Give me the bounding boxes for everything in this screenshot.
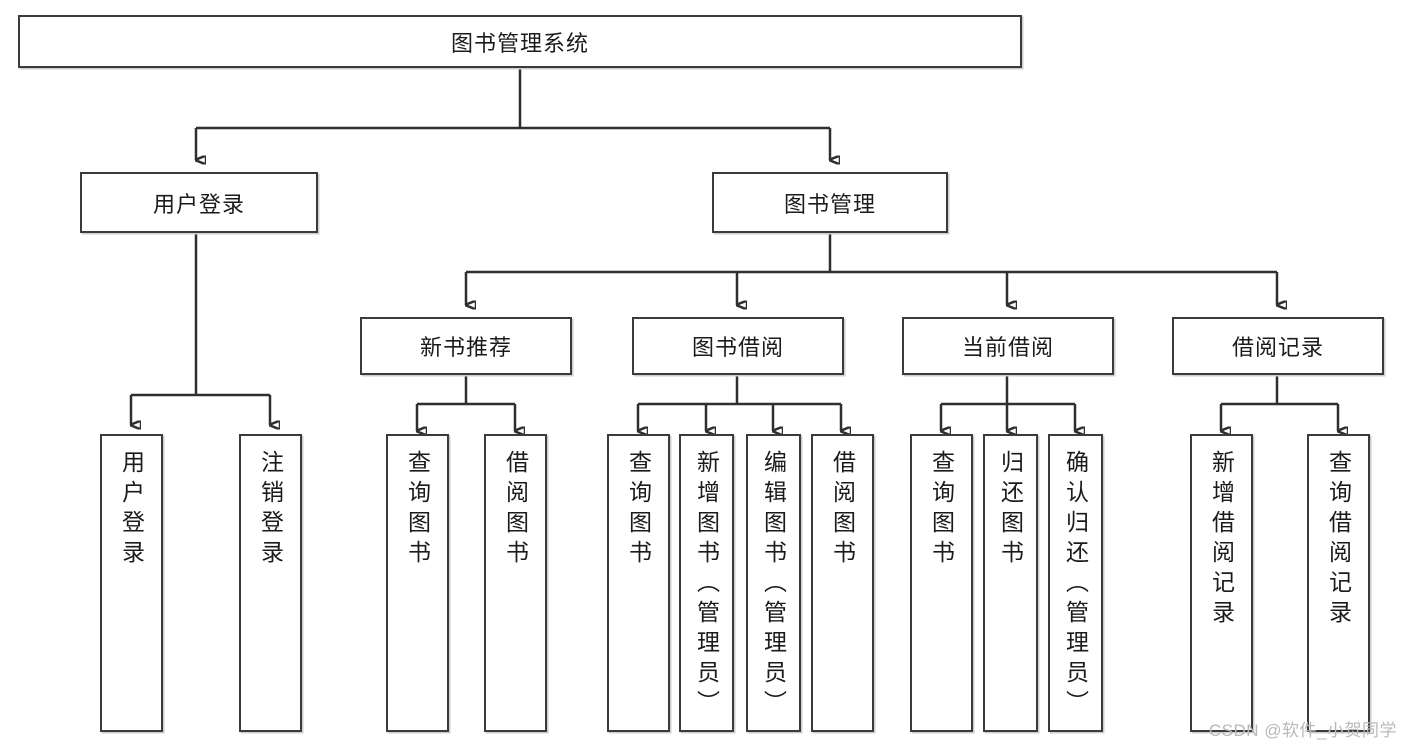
node-label: 用户登录 xyxy=(118,450,145,570)
node-label: 注销登录 xyxy=(257,450,284,570)
node-label: 借阅图书 xyxy=(829,450,856,570)
leaf-borrow-book-recommend[interactable]: 借阅图书 xyxy=(484,434,547,732)
node-label: 借阅记录 xyxy=(1231,335,1324,360)
node-label: 新增借阅记录 xyxy=(1208,450,1235,630)
node-label: 归还图书 xyxy=(997,450,1024,570)
leaf-user-login[interactable]: 用户登录 xyxy=(100,434,163,732)
watermark-text: CSDN @软件_小贺同学 xyxy=(1208,721,1397,740)
leaf-logout[interactable]: 注销登录 xyxy=(239,434,302,732)
node-label: 当前借阅 xyxy=(961,335,1054,360)
node-book-borrow[interactable]: 图书借阅 xyxy=(632,317,844,375)
node-current-borrow[interactable]: 当前借阅 xyxy=(902,317,1114,375)
leaf-edit-book-admin[interactable]: 编辑图书（管理员） xyxy=(746,434,801,732)
node-label: 图书管理 xyxy=(783,191,876,217)
leaf-query-book-recommend[interactable]: 查询图书 xyxy=(386,434,449,732)
leaf-add-borrow-record[interactable]: 新增借阅记录 xyxy=(1190,434,1253,732)
leaf-query-book-borrow[interactable]: 查询图书 xyxy=(607,434,670,732)
leaf-return-book[interactable]: 归还图书 xyxy=(983,434,1038,732)
node-label: 新书推荐 xyxy=(419,335,512,360)
node-label: 查询借阅记录 xyxy=(1325,450,1352,630)
node-new-book-recommend[interactable]: 新书推荐 xyxy=(360,317,572,375)
node-label: 新增图书（管理员） xyxy=(693,450,720,720)
node-label: 查询图书 xyxy=(928,450,955,570)
node-label: 查询图书 xyxy=(404,450,431,570)
node-label: 用户登录 xyxy=(152,191,245,217)
node-label: 借阅图书 xyxy=(502,450,529,570)
leaf-borrow-book[interactable]: 借阅图书 xyxy=(811,434,874,732)
node-label: 图书管理系统 xyxy=(450,30,589,56)
node-label: 编辑图书（管理员） xyxy=(760,450,787,720)
node-label: 确认归还（管理员） xyxy=(1062,450,1089,720)
node-label: 图书借阅 xyxy=(691,335,784,360)
node-root-book-management-system[interactable]: 图书管理系统 xyxy=(18,15,1022,68)
node-borrow-record[interactable]: 借阅记录 xyxy=(1172,317,1384,375)
node-book-management[interactable]: 图书管理 xyxy=(712,172,948,233)
leaf-query-borrow-record[interactable]: 查询借阅记录 xyxy=(1307,434,1370,732)
leaf-add-book-admin[interactable]: 新增图书（管理员） xyxy=(679,434,734,732)
node-label: 查询图书 xyxy=(625,450,652,570)
node-user-login[interactable]: 用户登录 xyxy=(80,172,318,233)
leaf-query-book-current[interactable]: 查询图书 xyxy=(910,434,973,732)
leaf-confirm-return-admin[interactable]: 确认归还（管理员） xyxy=(1048,434,1103,732)
